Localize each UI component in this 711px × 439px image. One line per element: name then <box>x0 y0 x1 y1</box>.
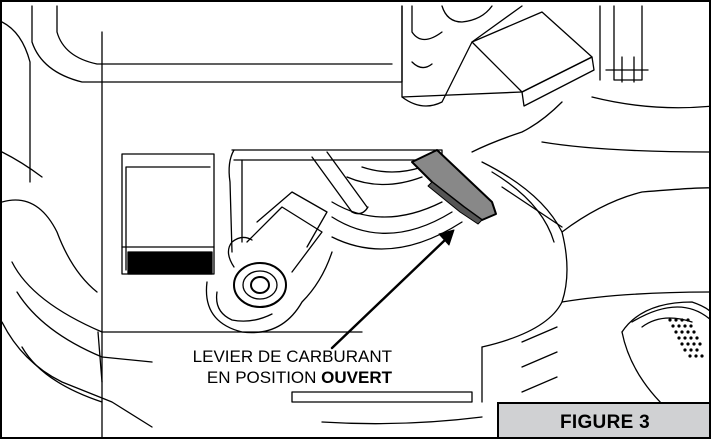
callout-line-1: LEVIER DE CARBURANT <box>192 347 392 366</box>
tank-housing <box>2 5 403 437</box>
callout-line-2-prefix: EN POSITION <box>206 368 322 387</box>
callout-line-2: EN POSITION OUVERT <box>152 367 392 388</box>
fuel-lever <box>411 149 497 225</box>
callout-label: LEVIER DE CARBURANT EN POSITION OUVERT <box>152 346 392 388</box>
callout-arrow <box>330 229 455 350</box>
callout-emphasis: OUVERT <box>321 368 392 387</box>
side-panel <box>121 153 215 275</box>
fuel-valve <box>311 151 463 250</box>
figure-label: FIGURE 3 <box>497 402 709 437</box>
fuel-fitting <box>205 191 333 334</box>
carburetor-top <box>401 5 709 153</box>
